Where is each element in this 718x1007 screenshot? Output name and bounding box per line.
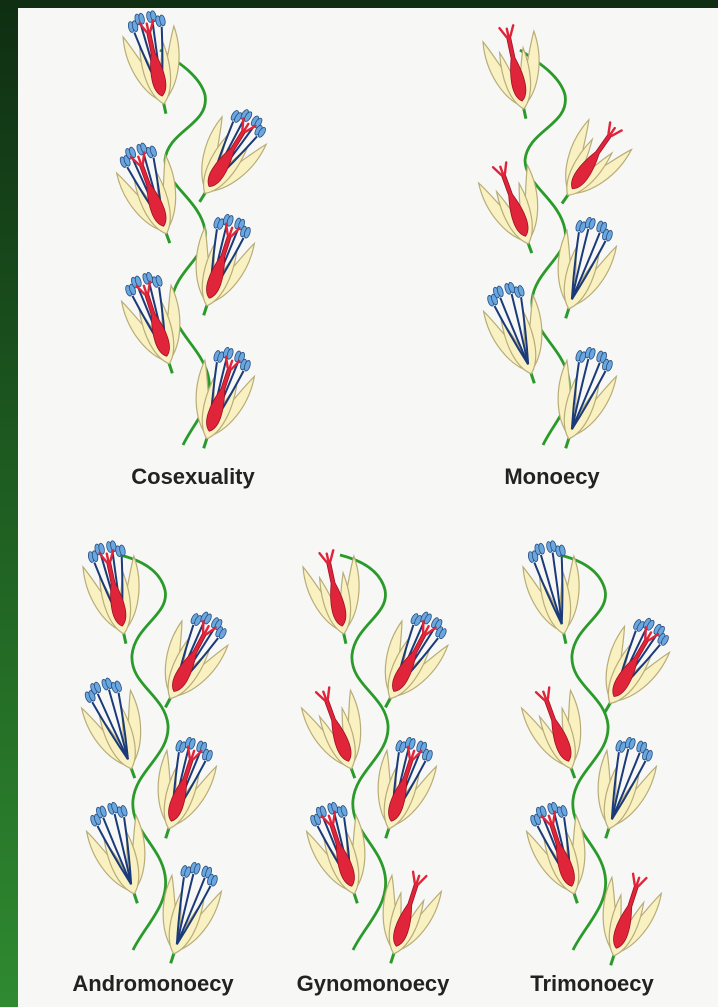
- bisexual-flower: [178, 342, 261, 457]
- label-cosexuality: Cosexuality: [131, 464, 255, 490]
- inflorescence-cosexuality: [109, 7, 277, 457]
- bisexual-flower: [520, 797, 603, 912]
- male-flower: [580, 732, 663, 847]
- inflorescence-monoecy: [474, 21, 637, 456]
- female-flower: [585, 868, 665, 974]
- female-flower: [474, 156, 556, 263]
- inflorescence-gynomonoecy: [297, 546, 457, 971]
- bisexual-flower: [582, 609, 680, 725]
- bisexual-flower: [300, 797, 383, 912]
- female-flower: [365, 866, 445, 972]
- female-flower: [517, 681, 599, 788]
- label-gynomonoecy: Gynomonoecy: [297, 971, 450, 997]
- male-flower: [540, 342, 623, 457]
- bisexual-flower: [109, 137, 195, 253]
- male-flower: [477, 277, 560, 392]
- label-andromonoecy: Andromonoecy: [72, 971, 233, 997]
- male-flower: [540, 212, 623, 327]
- bisexual-flower: [360, 732, 443, 847]
- label-trimonoecy: Trimonoecy: [530, 971, 653, 997]
- bisexual-flower: [140, 732, 223, 847]
- bisexual-flower: [177, 100, 277, 216]
- bisexual-flower: [362, 603, 458, 720]
- bisexual-flower: [142, 603, 238, 720]
- female-flower: [480, 21, 552, 124]
- female-flower: [297, 681, 379, 788]
- female-flower: [540, 111, 638, 219]
- inflorescence-trimonoecy: [517, 537, 679, 974]
- label-monoecy: Monoecy: [504, 464, 599, 490]
- inflorescence-andromonoecy: [74, 537, 237, 972]
- male-flower: [145, 857, 228, 972]
- male-flower: [80, 797, 163, 912]
- bisexual-flower: [115, 267, 198, 382]
